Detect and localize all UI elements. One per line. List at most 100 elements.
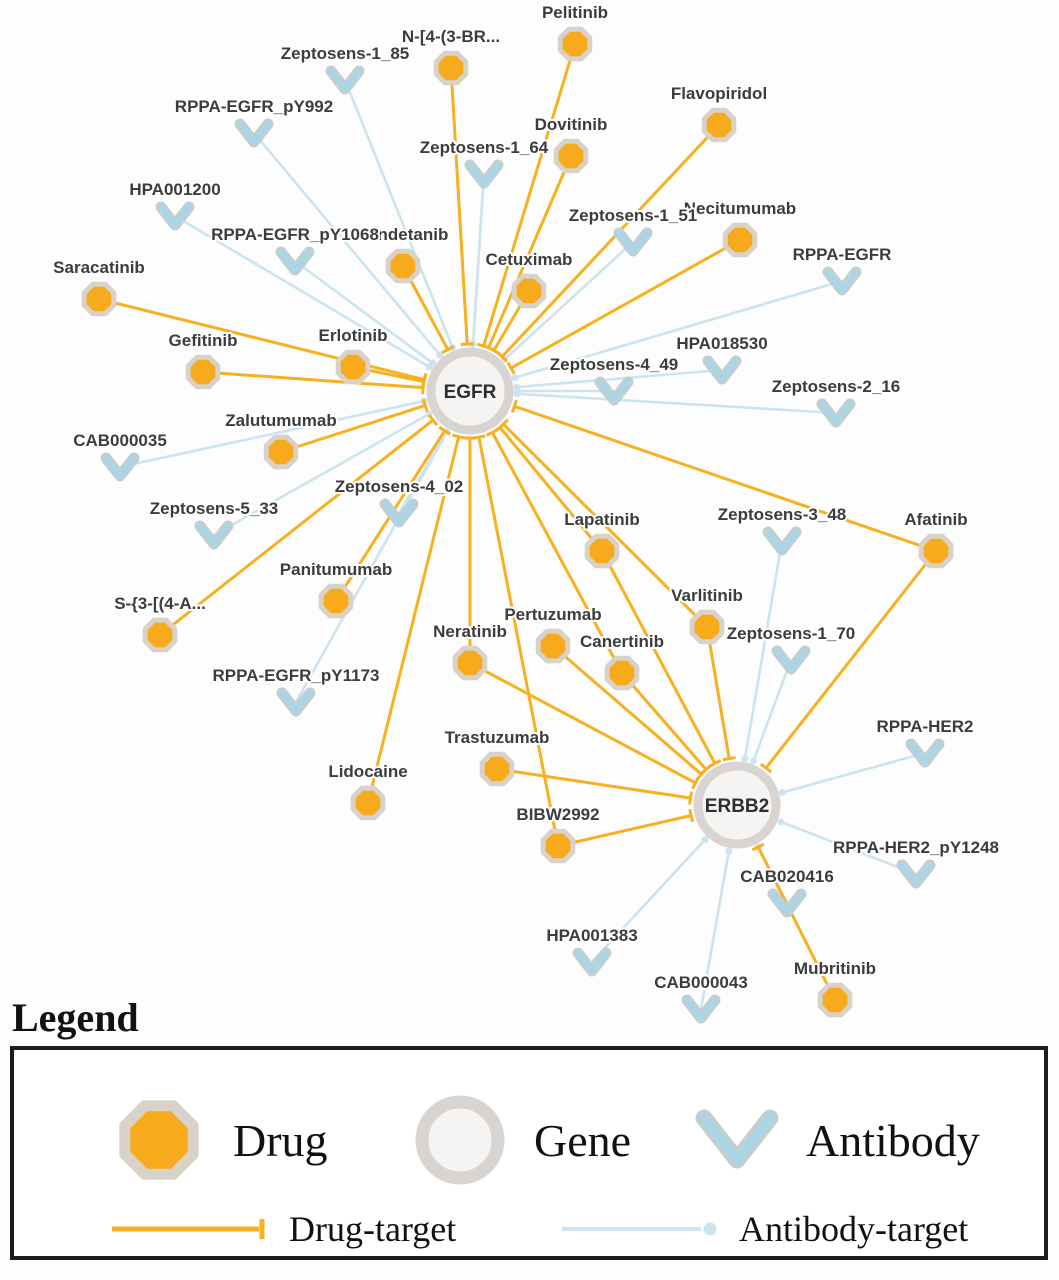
node-neratinib[interactable] (452, 645, 488, 681)
node-zeptosens_4_02[interactable] (379, 498, 419, 528)
legend-item-drug-target: Drug-target (109, 1208, 456, 1250)
drug-octagon-icon (350, 785, 386, 821)
node-cab000035[interactable] (100, 452, 140, 482)
antibody-chevron-inner (237, 121, 271, 145)
node-varlitinib[interactable] (689, 609, 725, 645)
node-cab000043[interactable] (681, 994, 721, 1024)
node-afatinib[interactable] (918, 533, 954, 569)
edge-cab000043-erbb2 (699, 851, 731, 1010)
antibody-chevron-inner (774, 648, 808, 672)
node-zeptosens_1_64[interactable] (464, 159, 504, 189)
edge-rppa_egfr-egfr (514, 279, 843, 379)
node-label-cab000035: CAB000035 (73, 431, 167, 450)
node-pertuzumab[interactable] (535, 628, 571, 664)
node-zeptosens_3_48[interactable] (762, 526, 802, 556)
node-zalutumumab[interactable] (263, 434, 299, 470)
edge-tee (497, 418, 509, 430)
edge-neratinib-erbb2 (469, 661, 697, 785)
edge-trastuzumab-erbb2 (496, 767, 691, 800)
node-zeptosens_1_70[interactable] (771, 645, 811, 675)
antibody-chevron-inner (197, 523, 231, 547)
node-pelitinib[interactable] (557, 26, 593, 62)
edge-zeptosens_2_16-egfr (516, 392, 837, 415)
node-rppa_egfr_py1068[interactable] (275, 246, 315, 276)
node-zeptosens_1_85[interactable] (325, 65, 365, 95)
node-n4_3br[interactable] (433, 50, 469, 86)
antibody-chevron-inner (158, 204, 192, 228)
node-lidocaine[interactable] (350, 785, 386, 821)
edge-hpa018530-egfr (516, 368, 723, 389)
node-bibw2992[interactable] (540, 828, 576, 864)
edge-endpoint-dot (778, 788, 786, 796)
node-trastuzumab[interactable] (479, 751, 515, 787)
node-hpa001200[interactable] (155, 201, 195, 231)
node-label-rppa_her2_py1248: RPPA-HER2_pY1248 (833, 838, 999, 857)
node-mubritinib[interactable] (817, 982, 853, 1018)
antibody-chevron-inner (765, 529, 799, 553)
edge-n4_3br-egfr (449, 67, 469, 345)
antibody-chevron-inner (575, 950, 609, 974)
node-lapatinib[interactable] (584, 533, 620, 569)
node-hpa001383[interactable] (572, 947, 612, 977)
drug-edges-layer (98, 43, 938, 1001)
node-zeptosens_2_16[interactable] (816, 398, 856, 428)
node-panitumumab[interactable] (318, 583, 354, 619)
node-dovitinib[interactable] (553, 138, 589, 174)
drug-octagon-icon (557, 26, 593, 62)
drug-octagon-icon (433, 50, 469, 86)
node-label-neratinib: Neratinib (433, 622, 507, 641)
node-egfr[interactable] (426, 347, 514, 435)
node-label-hpa018530: HPA018530 (676, 334, 767, 353)
edge-rppa_her2_py1248-erbb2 (780, 820, 917, 876)
node-s3_4a[interactable] (142, 617, 178, 653)
drug-octagon-icon (540, 828, 576, 864)
antibody-chevron-inner (467, 162, 501, 186)
node-zeptosens_1_51[interactable] (613, 227, 653, 257)
node-rppa_egfr_py1173[interactable] (276, 687, 316, 717)
node-flavopiridol[interactable] (701, 107, 737, 143)
edge-tee (452, 433, 466, 440)
drug-octagon-icon (119, 1100, 199, 1180)
edge-tee (460, 342, 474, 346)
edge-tee (691, 776, 700, 790)
drug-octagon-icon (452, 645, 488, 681)
edge-s3_4a-egfr (159, 418, 434, 637)
legend-label-gene: Gene (534, 1114, 632, 1166)
node-erlotinib[interactable] (335, 349, 371, 385)
edge-tee (472, 434, 486, 440)
node-rppa_her2[interactable] (905, 738, 945, 768)
node-vandetanib[interactable] (385, 248, 421, 284)
edge-rppa_egfr_py1068-egfr (294, 259, 434, 365)
node-cetuximab[interactable] (511, 273, 547, 309)
edge-dovitinib-egfr (487, 155, 573, 349)
edge-rppa_egfr_py1173-egfr (294, 431, 449, 703)
antibody-chevron-icon (695, 1109, 779, 1169)
edge-tee (487, 345, 501, 356)
antibody-chevron-inner (908, 741, 942, 765)
gene-circle-icon (415, 1095, 505, 1185)
node-saracatinib[interactable] (81, 281, 117, 317)
edge-tee (427, 414, 439, 427)
edge-tee (759, 762, 773, 774)
node-label-zeptosens_1_64: Zeptosens-1_64 (420, 138, 549, 157)
node-zeptosens_4_49[interactable] (594, 376, 634, 406)
node-zeptosens_5_33[interactable] (194, 520, 234, 550)
node-rppa_egfr_py992[interactable] (234, 118, 274, 148)
node-label-afatinib: Afatinib (904, 510, 967, 529)
node-label-zeptosens_4_49: Zeptosens-4_49 (550, 355, 679, 374)
drug-octagon-icon (553, 138, 589, 174)
node-label-trastuzumab: Trastuzumab (445, 728, 550, 747)
edge-varlitinib-egfr (502, 423, 709, 629)
node-gefitinib[interactable] (185, 354, 221, 390)
node-label-s3_4a: S-{3-[(4-A... (114, 594, 206, 613)
node-erbb2[interactable] (693, 761, 781, 849)
node-hpa018530[interactable] (702, 355, 742, 385)
node-rppa_egfr[interactable] (822, 266, 862, 296)
gene-circle-icon (426, 347, 514, 435)
node-rppa_her2_py1248[interactable] (896, 859, 936, 889)
edge-zeptosens_1_70-erbb2 (752, 659, 793, 762)
node-cab020416[interactable] (767, 888, 807, 918)
node-canertinib[interactable] (604, 655, 640, 691)
node-necitumumab[interactable] (722, 222, 758, 258)
